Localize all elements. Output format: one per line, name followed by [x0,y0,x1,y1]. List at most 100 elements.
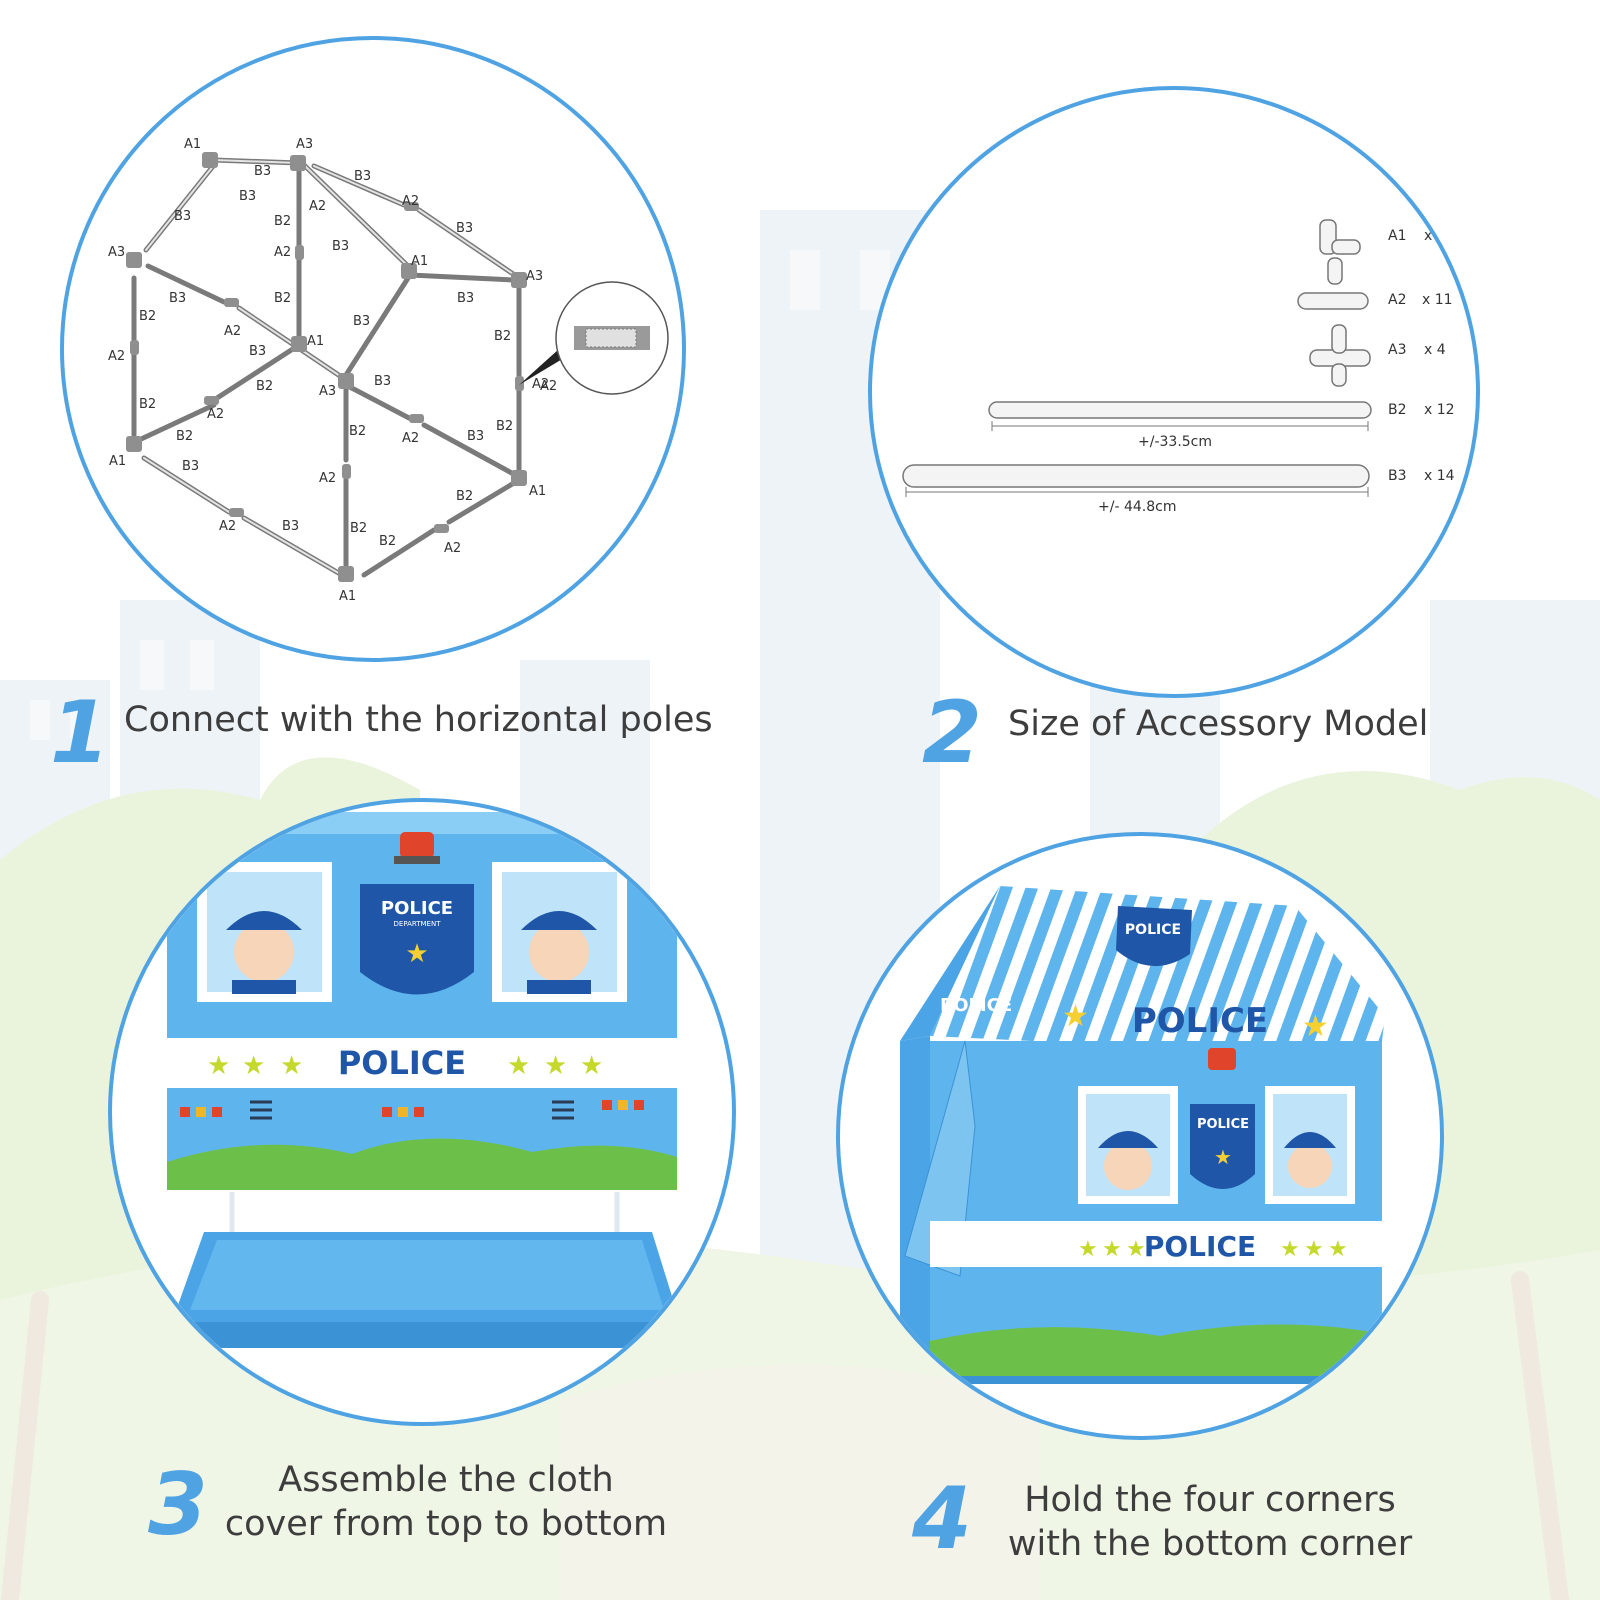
wall-police-text: POLICE [1144,1230,1256,1263]
label-b3-roof-diag: B3 [332,239,349,254]
svg-text:★: ★ [242,1051,265,1081]
label-b2-right-top: B2 [494,329,511,344]
label-a3-inner: A3 [319,384,336,399]
roof-police-text: POLICE [1132,1001,1268,1041]
tent-roof [930,886,1385,1058]
label-b2-floor-right: B2 [456,489,473,504]
label-b3-right-low: B3 [467,429,484,444]
step-1-caption: Connect with the horizontal poles [124,700,713,740]
label-a1-mid: A1 [411,254,428,269]
banner-stars: ★★★ ★★★ [207,1051,603,1081]
svg-text:★: ★ [1062,999,1089,1034]
label-a1-right: A1 [529,484,546,499]
label-a3-top: A3 [296,137,313,152]
label-a1-inner: A1 [307,334,324,349]
label-b2-left-top: B2 [139,309,156,324]
svg-text:★: ★ [1102,1237,1122,1262]
accessory-sizes-circle: A1 x 6 A2 x 11 A3 x 4 B2 x 12 B3 x 14 +/… [868,86,1480,698]
label-b3-left-eave: B3 [169,291,186,306]
svg-text:★: ★ [1214,1145,1232,1169]
police-banner-text: POLICE [338,1044,466,1082]
label-b3-ridge: B3 [254,164,271,179]
part-b2-length: +/-33.5cm [1138,434,1212,450]
badge-title: POLICE [381,898,453,919]
label-b2-inner-left: B2 [176,429,193,444]
svg-text:★: ★ [1280,1237,1300,1262]
label-b3-floor-left: B3 [182,459,199,474]
label-b3-roof-mid: B3 [239,189,256,204]
roof-badge-title: POLICE [1125,922,1181,938]
svg-text:★: ★ [1302,1009,1329,1044]
label-b2-left-bottom: B2 [139,397,156,412]
svg-text:★: ★ [1328,1237,1348,1262]
side-police-text: POLICE [940,995,1012,1016]
step-4-caption-line1: Hold the four corners [1024,1480,1396,1520]
siren-light-icon [400,832,434,858]
part-a1-name: A1 [1388,228,1406,244]
part-b2-name: B2 [1388,402,1407,418]
label-b3-right: B3 [457,291,474,306]
svg-text:★: ★ [1078,1237,1098,1262]
label-a2-left-diag: A2 [224,324,241,339]
label-a2-roof: A2 [402,194,419,209]
step-2-caption: Size of Accessory Model [1008,704,1429,744]
label-a1-bottom: A1 [339,589,356,604]
wall-badge-title: POLICE [1197,1117,1249,1132]
svg-text:★: ★ [544,1051,567,1081]
frame-assembly-diagram: A1 A3 B3 B3 B3 B3 A2 B3 B2 A2 B3 A3 A2 A… [108,137,669,604]
label-b3-centre: B3 [353,314,370,329]
svg-text:★: ★ [1304,1237,1324,1262]
label-b2-roof: B2 [274,214,291,229]
cloth-cover-illustration: POLICE DEPARTMENT ★ POLICE ★★★ ★★★ [167,812,680,1348]
tent-door-flap [904,1040,976,1277]
label-a3-right: A3 [526,269,543,284]
part-b3-name: B3 [1388,468,1407,484]
label-a2-floor-centre: A2 [319,471,336,486]
label-b3-roof-right: B3 [354,169,371,184]
label-b2-centre: B2 [349,424,366,439]
police-badge [360,884,474,995]
part-a2-qty: x 11 [1422,292,1453,308]
label-a2-roof-vert: A2 [309,199,326,214]
label-b2-floor-centre: B2 [350,521,367,536]
part-b3-length: +/- 44.8cm [1098,499,1176,515]
label-b2-floor-diag: B2 [379,534,396,549]
label-a2-centre: A2 [402,431,419,446]
cloth-cover-circle: POLICE DEPARTMENT ★ POLICE ★★★ ★★★ [108,798,736,1426]
label-a2-left: A2 [108,349,125,364]
step-3-caption-line2: cover from top to bottom [224,1504,668,1544]
label-b3-eave: B3 [456,221,473,236]
label-b2-mid: B2 [274,291,291,306]
part-b2-qty: x 12 [1424,402,1455,418]
label-a3-left: A3 [108,245,125,260]
label-b2-right-low: B2 [496,419,513,434]
label-a2-floor-right: A2 [444,541,461,556]
officer-boy-icon [234,922,294,982]
frame-diagram-circle: A1 A3 B3 B3 B3 B3 A2 B3 B2 A2 B3 A3 A2 A… [60,36,686,662]
svg-text:★: ★ [207,1051,230,1081]
parts-list-diagram: A1 x 6 A2 x 11 A3 x 4 B2 x 12 B3 x 14 +/… [902,219,1455,515]
label-a1-top: A1 [184,137,201,152]
finished-tent-circle: POLICE POLICE POLICE ★★ POLICE ★ POLICE … [836,832,1444,1440]
label-a2-mid: A2 [274,245,291,260]
part-a1-qty: x 6 [1424,228,1446,244]
part-a2-name: A2 [1388,292,1406,308]
svg-text:★: ★ [1126,1237,1146,1262]
label-a1-left: A1 [109,454,126,469]
label-a2-callout: A2 [540,379,557,394]
step-3-caption-line1: Assemble the cloth [278,1460,614,1500]
label-b3-roof-left: B3 [174,209,191,224]
step-4-number: 4 [912,1469,972,1569]
finished-tent-illustration: POLICE POLICE POLICE ★★ POLICE ★ POLICE … [900,886,1385,1384]
badge-subtitle: DEPARTMENT [394,920,442,928]
part-b3-qty: x 14 [1424,468,1455,484]
step-3-number: 3 [148,1455,208,1555]
officer-girl-icon [529,922,589,982]
label-b2-inner: B2 [256,379,273,394]
label-a2-floor-left: A2 [219,519,236,534]
svg-text:★: ★ [507,1051,530,1081]
label-b3-floor-mid: B3 [282,519,299,534]
grass-strip [167,1138,677,1190]
label-b3-floorline: B3 [374,374,391,389]
badge-star-icon: ★ [405,939,428,969]
